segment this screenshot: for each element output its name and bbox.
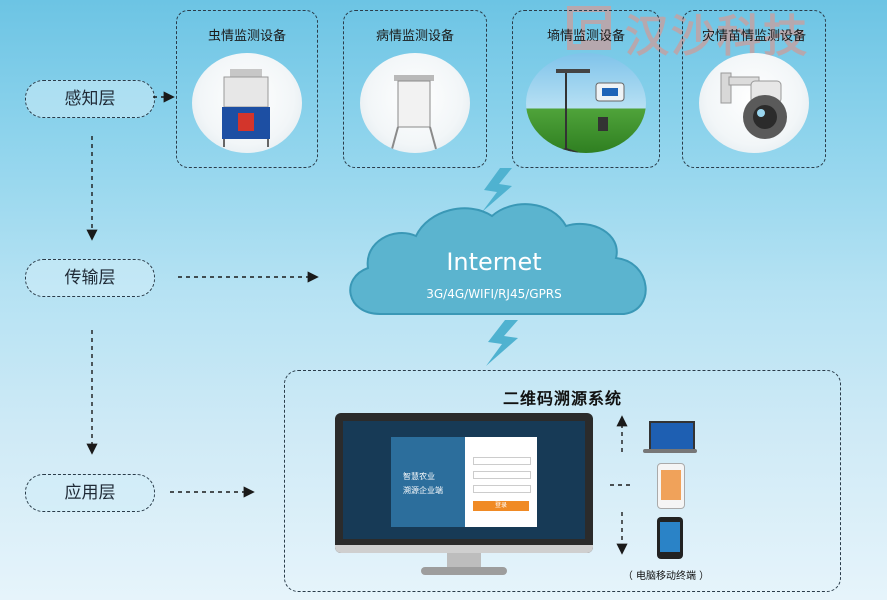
captcha-field[interactable] (473, 485, 531, 493)
smartphone-icon (657, 463, 685, 509)
device-card-insect: 虫情监测设备 (176, 10, 318, 168)
soil-moisture-station-icon (526, 53, 646, 153)
lightning-bottom-icon (486, 320, 518, 366)
spore-trap-icon (360, 53, 470, 153)
android-phone-icon (657, 517, 683, 559)
transport-layer-label: 传输层 (25, 259, 155, 297)
lightning-top-icon (482, 168, 512, 212)
device-card-soil: 墒情监测设备 (512, 10, 660, 168)
system-title: 二维码溯源系统 (502, 389, 622, 408)
password-field[interactable] (473, 471, 531, 479)
device-title: 灾情苗情监测设备 (701, 29, 806, 44)
perception-layer-label: 感知层 (25, 80, 155, 118)
dome-camera-icon (699, 53, 809, 153)
internet-cloud: Internet 3G/4G/WIFI/RJ45/GPRS (349, 203, 647, 315)
login-brand-panel: 智慧农业 溯源企业端 (391, 437, 465, 527)
device-card-disaster: 灾情苗情监测设备 (682, 10, 826, 168)
desktop-monitor-icon: 智慧农业 溯源企业端 登录 (335, 413, 593, 577)
application-layer-label: 应用层 (25, 474, 155, 512)
username-field[interactable] (473, 457, 531, 465)
device-title: 病情监测设备 (375, 29, 454, 44)
device-card-disease: 病情监测设备 (343, 10, 487, 168)
device-title: 虫情监测设备 (207, 29, 286, 44)
brand-line-2: 溯源企业端 (403, 486, 443, 495)
logo-mark-icon (567, 6, 611, 50)
terminals-caption: （ 电脑移动终端 ） (622, 571, 710, 582)
company-logo: 汉沙科技 (563, 2, 887, 62)
insect-trap-icon (192, 53, 302, 153)
application-system-panel: 二维码溯源系统 智慧农业 溯源企业端 登录 （ 电脑移动终端 ） (284, 370, 841, 592)
cloud-subtitle: 3G/4G/WIFI/RJ45/GPRS (426, 287, 562, 301)
login-button[interactable]: 登录 (473, 501, 529, 511)
cloud-title: Internet (446, 248, 541, 276)
laptop-icon (643, 421, 697, 455)
device-title: 墒情监测设备 (546, 29, 625, 44)
brand-line-1: 智慧农业 (403, 472, 435, 481)
